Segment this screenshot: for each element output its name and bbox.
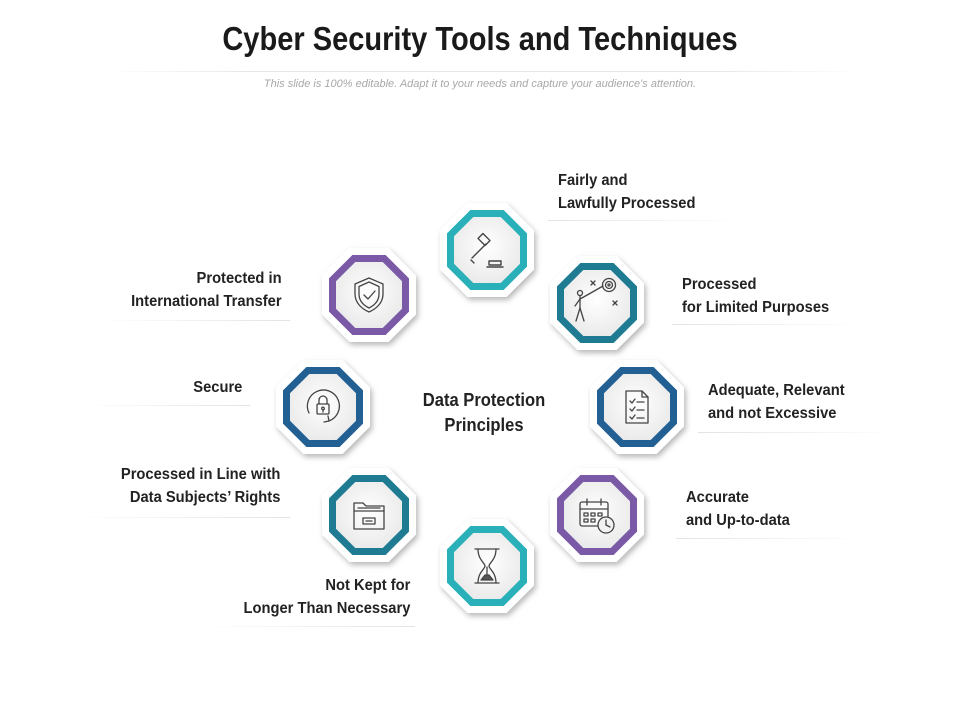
center-title-line1: Data Protection [422,390,546,410]
label-secure: Secure [193,376,242,399]
node-limited-purposes [550,256,644,350]
title-divider [105,71,860,72]
label-limited-purposes: Processed for Limited Purposes [682,273,829,319]
label-line1: Processed [682,276,757,293]
label-underline [100,320,290,321]
label-line1: Secure [192,379,242,396]
center-title-line2: Principles [444,415,524,435]
label-line2: and not Excessive [708,405,837,422]
lock-cycle-icon [306,389,341,423]
label-line2: Lawfully Processed [558,195,696,212]
calendar-clock-icon [579,498,615,534]
shield-check-icon [354,277,384,313]
label-line2: and Up-to-data [686,512,790,529]
node-accurate [550,468,644,562]
page-title: Cyber Security Tools and Techniques [222,20,738,57]
gavel-icon [470,232,504,268]
checklist-document-icon [625,390,649,424]
target-person-icon [574,277,618,322]
label-line2: Longer Than Necessary [243,600,410,617]
node-data-subjects-rights [322,468,416,562]
label-line1: Accurate [686,489,750,506]
label-underline [70,517,290,518]
label-data-subjects-rights: Processed in Line with Data Subjects’ Ri… [120,463,280,509]
label-international-transfer: Protected in International Transfer [131,267,282,313]
node-secure [276,360,370,454]
hourglass-icon [474,548,500,584]
node-adequate-relevant [590,360,684,454]
label-underline [672,324,862,325]
label-line1: Not Kept for [324,577,410,594]
label-line2: for Limited Purposes [682,299,830,316]
label-accurate: Accurate and Up-to-data [686,486,790,532]
label-line1: Adequate, Relevant [708,382,845,399]
node-fairly-lawfully [440,203,534,297]
label-underline [676,538,866,539]
label-underline [548,220,743,221]
label-not-kept: Not Kept for Longer Than Necessary [243,574,410,620]
label-line1: Fairly and [558,172,628,189]
page-subtitle: This slide is 100% editable. Adapt it to… [263,78,697,90]
label-line1: Protected in [196,270,282,287]
label-underline [200,626,415,627]
label-line2: International Transfer [131,293,282,310]
node-international-transfer [322,248,416,342]
label-underline [80,405,250,406]
node-not-kept [440,519,534,613]
label-adequate-relevant: Adequate, Relevant and not Excessive [708,379,845,425]
folder-icon [353,502,385,530]
label-underline [698,432,898,433]
label-line1: Processed in Line with [120,466,280,483]
label-line2: Data Subjects’ Rights [129,489,280,506]
center-title: Data Protection Principles [410,388,557,438]
label-fairly-lawfully: Fairly and Lawfully Processed [558,169,695,215]
